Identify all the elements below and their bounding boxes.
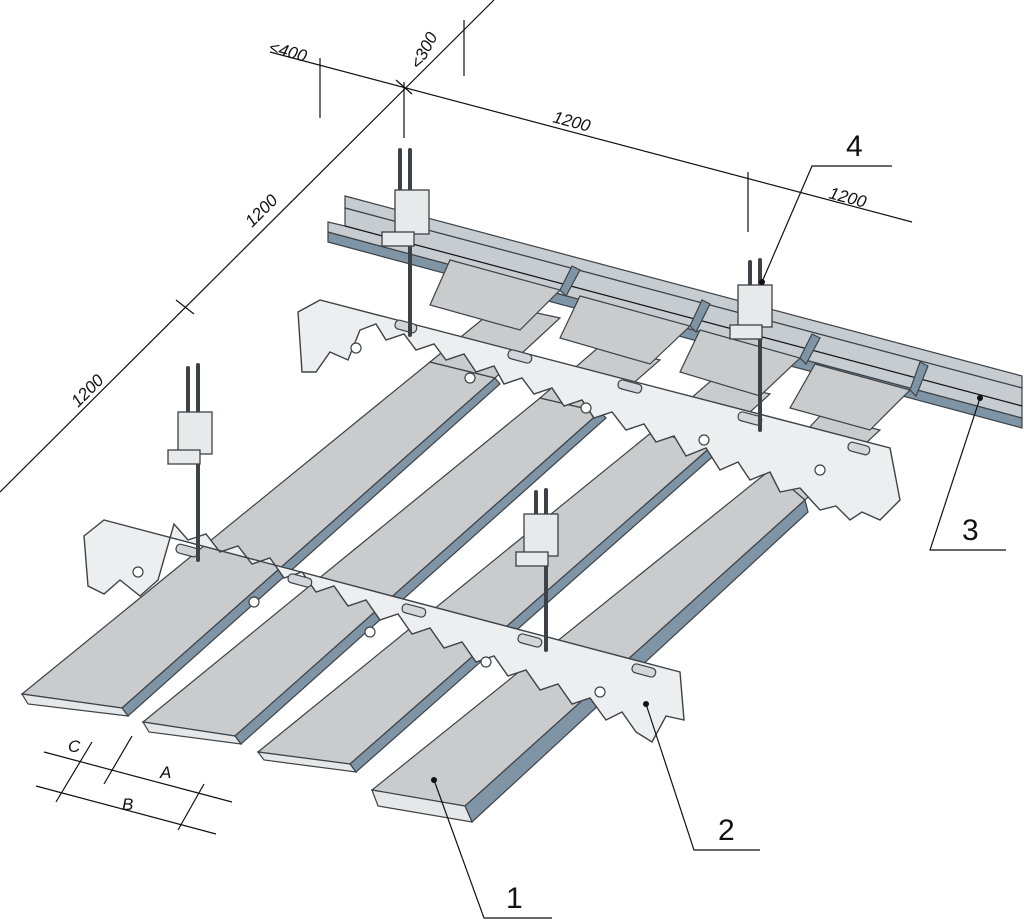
dimension-lines [0, 0, 913, 835]
stringer-back [297, 299, 901, 521]
dim-300-label: <300 [407, 29, 442, 72]
dim-1200-left-upper-label: 1200 [241, 190, 282, 231]
hanger-1 [381, 148, 430, 337]
leader-3-number: 3 [962, 514, 979, 547]
dim-400-label: <400 [267, 38, 309, 66]
leader-3: 3 [929, 395, 1006, 551]
dim-A-label: A [159, 763, 171, 782]
leader-4-number: 4 [846, 130, 863, 163]
hanger-3 [167, 363, 213, 562]
leader-2: 2 [643, 701, 760, 851]
leader-4: 4 [759, 130, 892, 285]
leader-1-number: 1 [506, 882, 523, 915]
hanger-2 [729, 258, 773, 432]
leader-2-number: 2 [718, 814, 735, 847]
leader-1: 1 [431, 777, 552, 919]
dim-C-label: C [68, 737, 81, 756]
dim-B-label: B [122, 795, 133, 814]
stringer-front [83, 519, 685, 743]
dim-1200-right-label: 1200 [827, 184, 869, 212]
hanger-4 [515, 488, 559, 652]
